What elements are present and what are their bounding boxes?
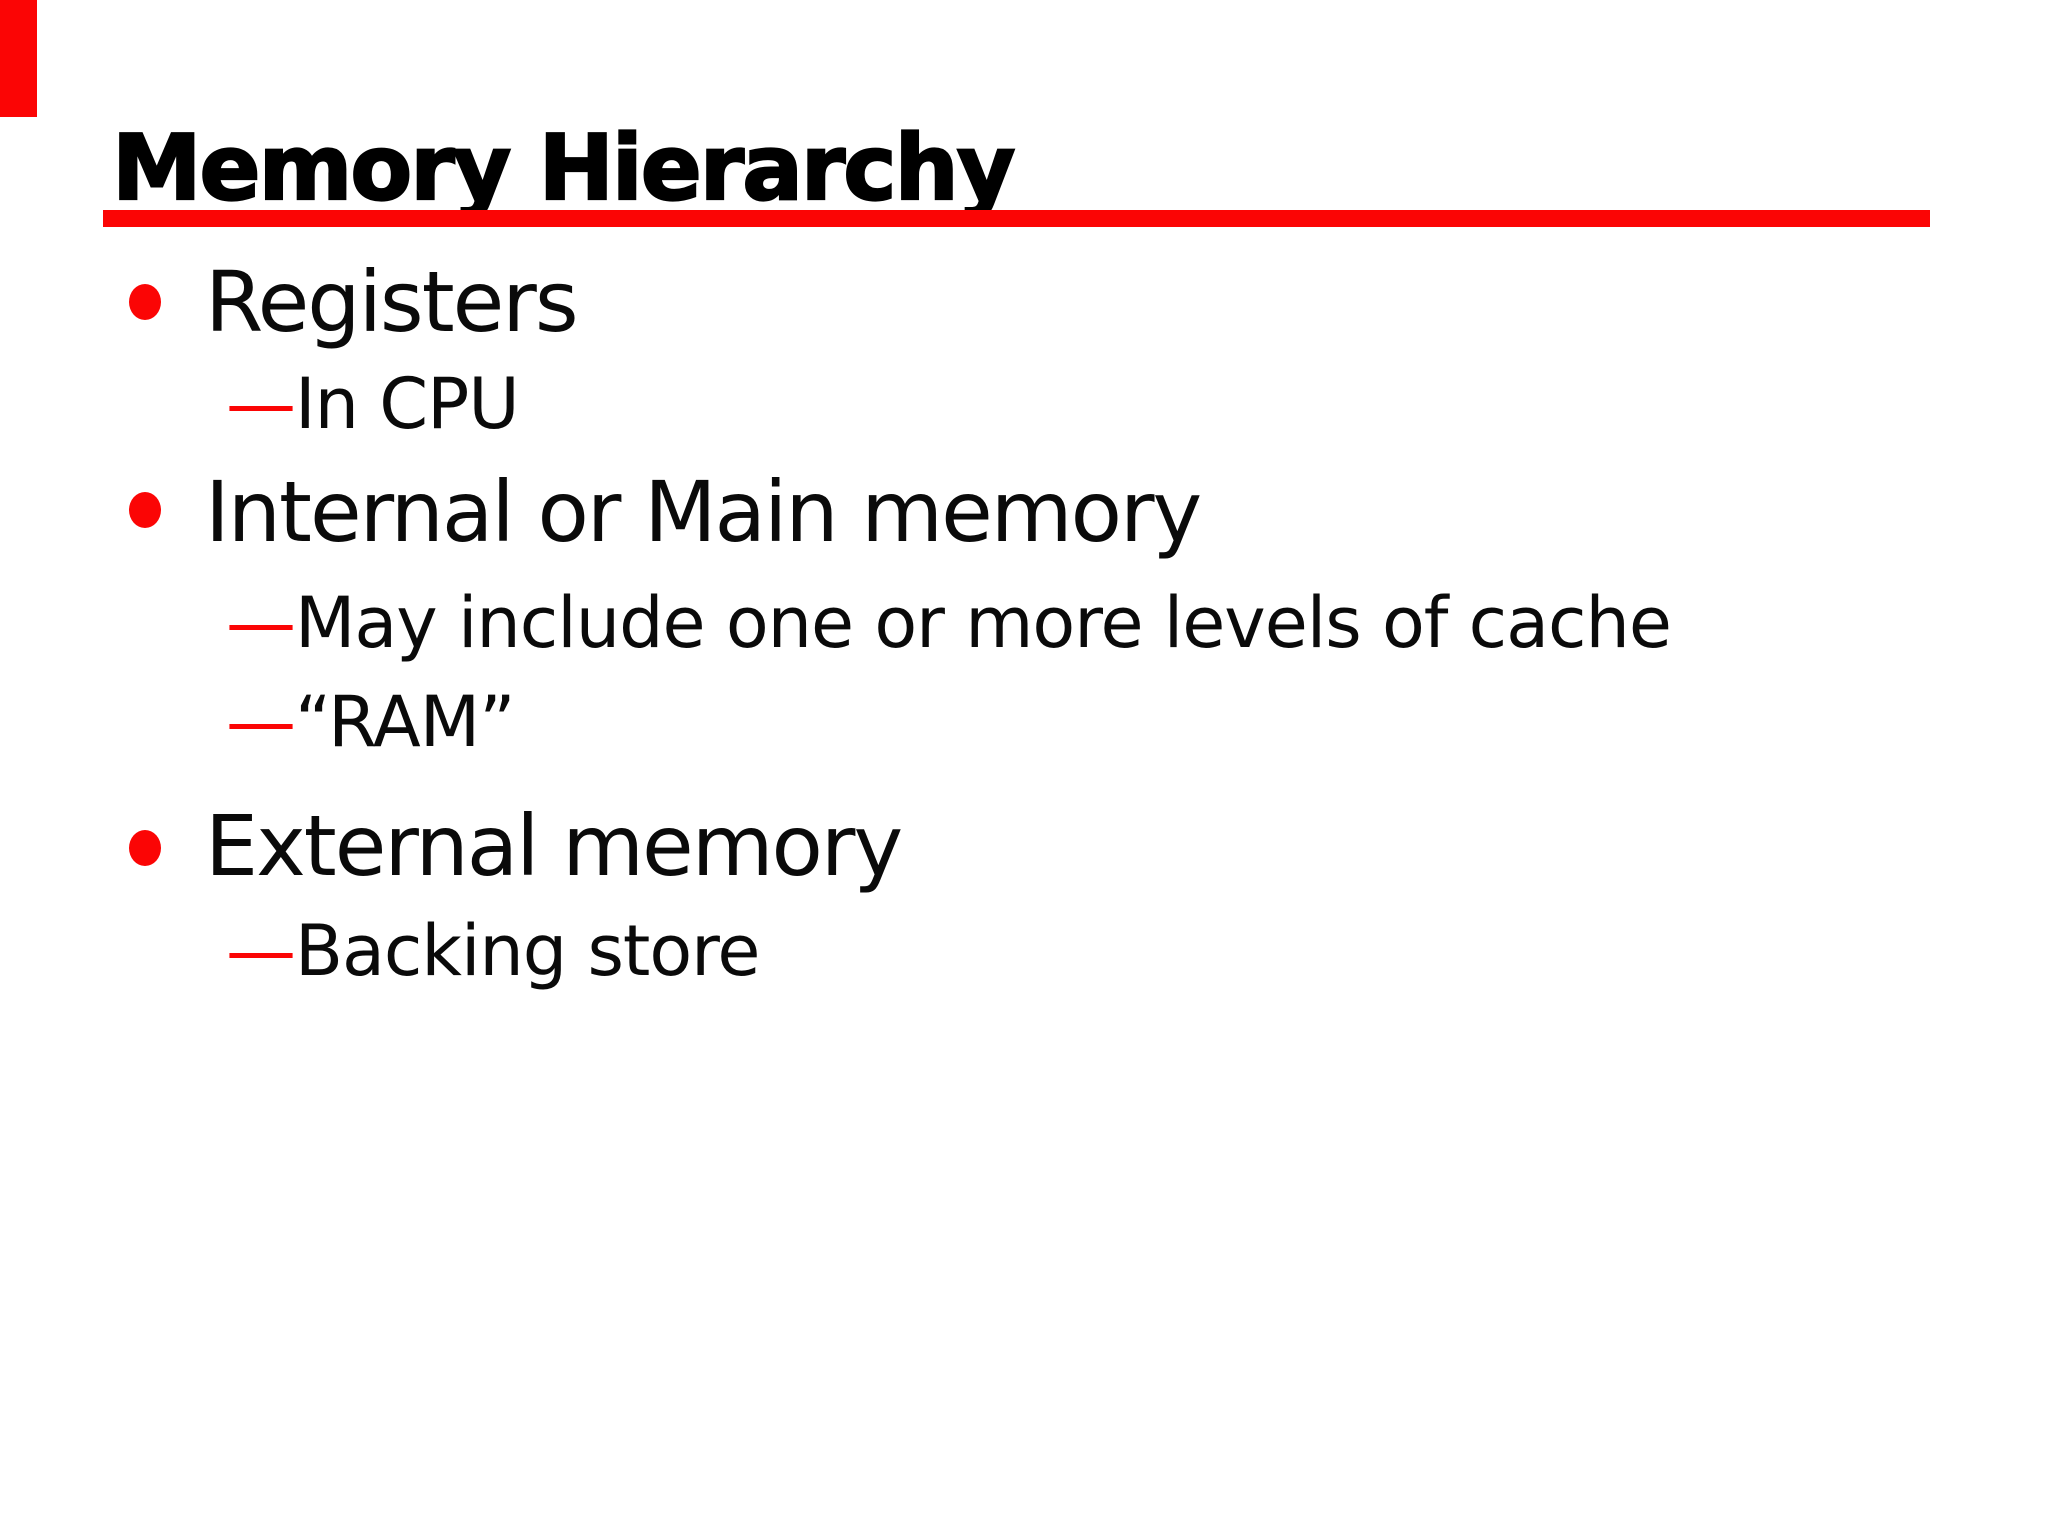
dash-icon: — — [226, 910, 296, 992]
bullet-item-text: External memory — [205, 797, 903, 895]
corner-accent-bar — [0, 0, 37, 117]
sub-bullet-item: —In CPU — [226, 369, 520, 439]
dash-icon: — — [226, 363, 296, 445]
bullet-item: Internal or Main memory — [205, 470, 1202, 554]
sub-bullet-item-text: In CPU — [295, 363, 520, 445]
sub-bullet-item: —“RAM” — [226, 687, 515, 757]
bullet-item-text: Registers — [205, 253, 579, 351]
bullet-dot-icon — [129, 830, 161, 866]
bullet-dot-icon — [129, 284, 161, 320]
sub-bullet-item-text: Backing store — [295, 910, 760, 992]
sub-bullet-item-text: “RAM” — [295, 681, 515, 763]
slide-title: Memory Hierarchy — [111, 116, 1017, 221]
bullet-item: Registers — [205, 260, 579, 344]
sub-bullet-item: —Backing store — [226, 916, 760, 986]
bullet-item: External memory — [205, 804, 903, 888]
sub-bullet-item: —May include one or more levels of cache — [226, 588, 1672, 658]
bullet-dot-icon — [129, 492, 161, 528]
dash-icon: — — [226, 681, 296, 763]
title-underline-rule — [103, 210, 1930, 227]
dash-icon: — — [226, 582, 296, 664]
sub-bullet-item-text: May include one or more levels of cache — [295, 582, 1672, 664]
bullet-item-text: Internal or Main memory — [205, 463, 1202, 561]
